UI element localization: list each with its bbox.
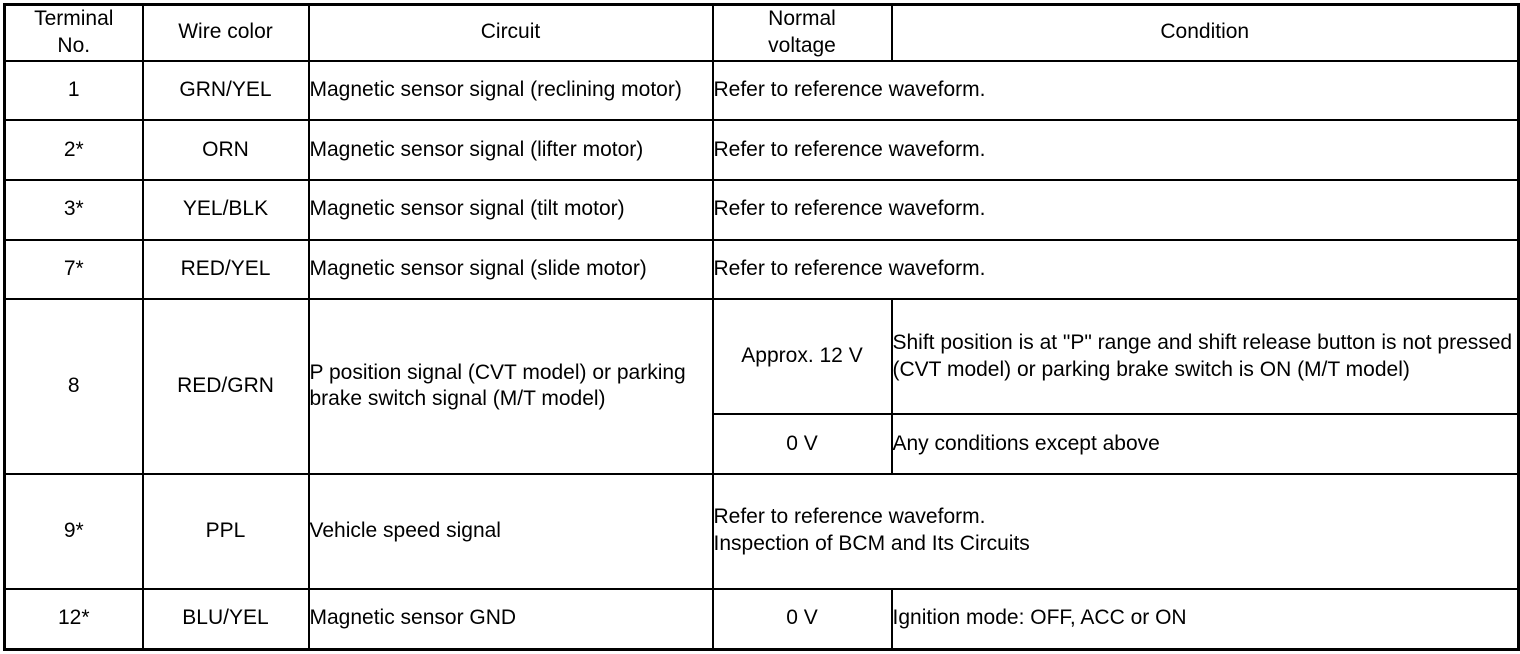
column-header-wire-color: Wire color bbox=[141, 3, 310, 62]
cell-voltage-condition-merged: Refer to reference waveform. Inspection … bbox=[711, 472, 1520, 590]
cell-condition: Any conditions except above bbox=[890, 413, 1520, 475]
cell-voltage-condition-merged: Refer to reference waveform. bbox=[711, 59, 1520, 122]
cell-circuit: Magnetic sensor signal (reclining motor) bbox=[307, 59, 714, 122]
cell-circuit: Magnetic sensor signal (slide motor) bbox=[307, 238, 714, 301]
cell-terminal-no: 1 bbox=[3, 59, 144, 122]
cell-circuit: Magnetic sensor GND bbox=[307, 587, 714, 651]
cell-voltage-condition-merged: Refer to reference waveform. bbox=[711, 178, 1520, 241]
column-header-terminal-no: Terminal No. bbox=[3, 3, 144, 62]
cell-wire-color: GRN/YEL bbox=[141, 59, 310, 122]
cell-circuit: Magnetic sensor signal (lifter motor) bbox=[307, 119, 714, 181]
cell-terminal-no: 9* bbox=[3, 472, 144, 590]
header-row: Terminal No. Wire color Circuit Normal v… bbox=[3, 3, 1520, 62]
cell-wire-color: YEL/BLK bbox=[141, 178, 310, 241]
cell-wire-color: BLU/YEL bbox=[141, 587, 310, 651]
cell-voltage-condition-merged: Refer to reference waveform. bbox=[711, 119, 1520, 181]
cell-terminal-no: 8 bbox=[3, 298, 144, 475]
cell-circuit: P position signal (CVT model) or parking… bbox=[307, 298, 714, 475]
cell-circuit: Magnetic sensor signal (tilt motor) bbox=[307, 178, 714, 241]
cell-circuit: Vehicle speed signal bbox=[307, 472, 714, 590]
cell-wire-color: PPL bbox=[141, 472, 310, 590]
terminal-specification-table: Terminal No. Wire color Circuit Normal v… bbox=[3, 3, 1520, 651]
column-header-normal-voltage: Normal voltage bbox=[711, 3, 893, 62]
cell-condition: Ignition mode: OFF, ACC or ON bbox=[890, 587, 1520, 651]
column-header-circuit: Circuit bbox=[307, 3, 714, 62]
cell-condition: Shift position is at "P" range and shift… bbox=[890, 298, 1520, 416]
cell-normal-voltage: 0 V bbox=[711, 413, 893, 475]
cell-normal-voltage: 0 V bbox=[711, 587, 893, 651]
cell-wire-color: RED/GRN bbox=[141, 298, 310, 475]
cell-terminal-no: 12* bbox=[3, 587, 144, 651]
cell-terminal-no: 7* bbox=[3, 238, 144, 301]
cell-terminal-no: 3* bbox=[3, 178, 144, 241]
cell-wire-color: RED/YEL bbox=[141, 238, 310, 301]
table-header: Terminal No. Wire color Circuit Normal v… bbox=[3, 3, 1520, 62]
cell-voltage-condition-merged: Refer to reference waveform. bbox=[711, 238, 1520, 301]
column-header-condition: Condition bbox=[890, 3, 1520, 62]
cell-terminal-no: 2* bbox=[3, 119, 144, 181]
cell-wire-color: ORN bbox=[141, 119, 310, 181]
cell-normal-voltage: Approx. 12 V bbox=[711, 298, 893, 416]
